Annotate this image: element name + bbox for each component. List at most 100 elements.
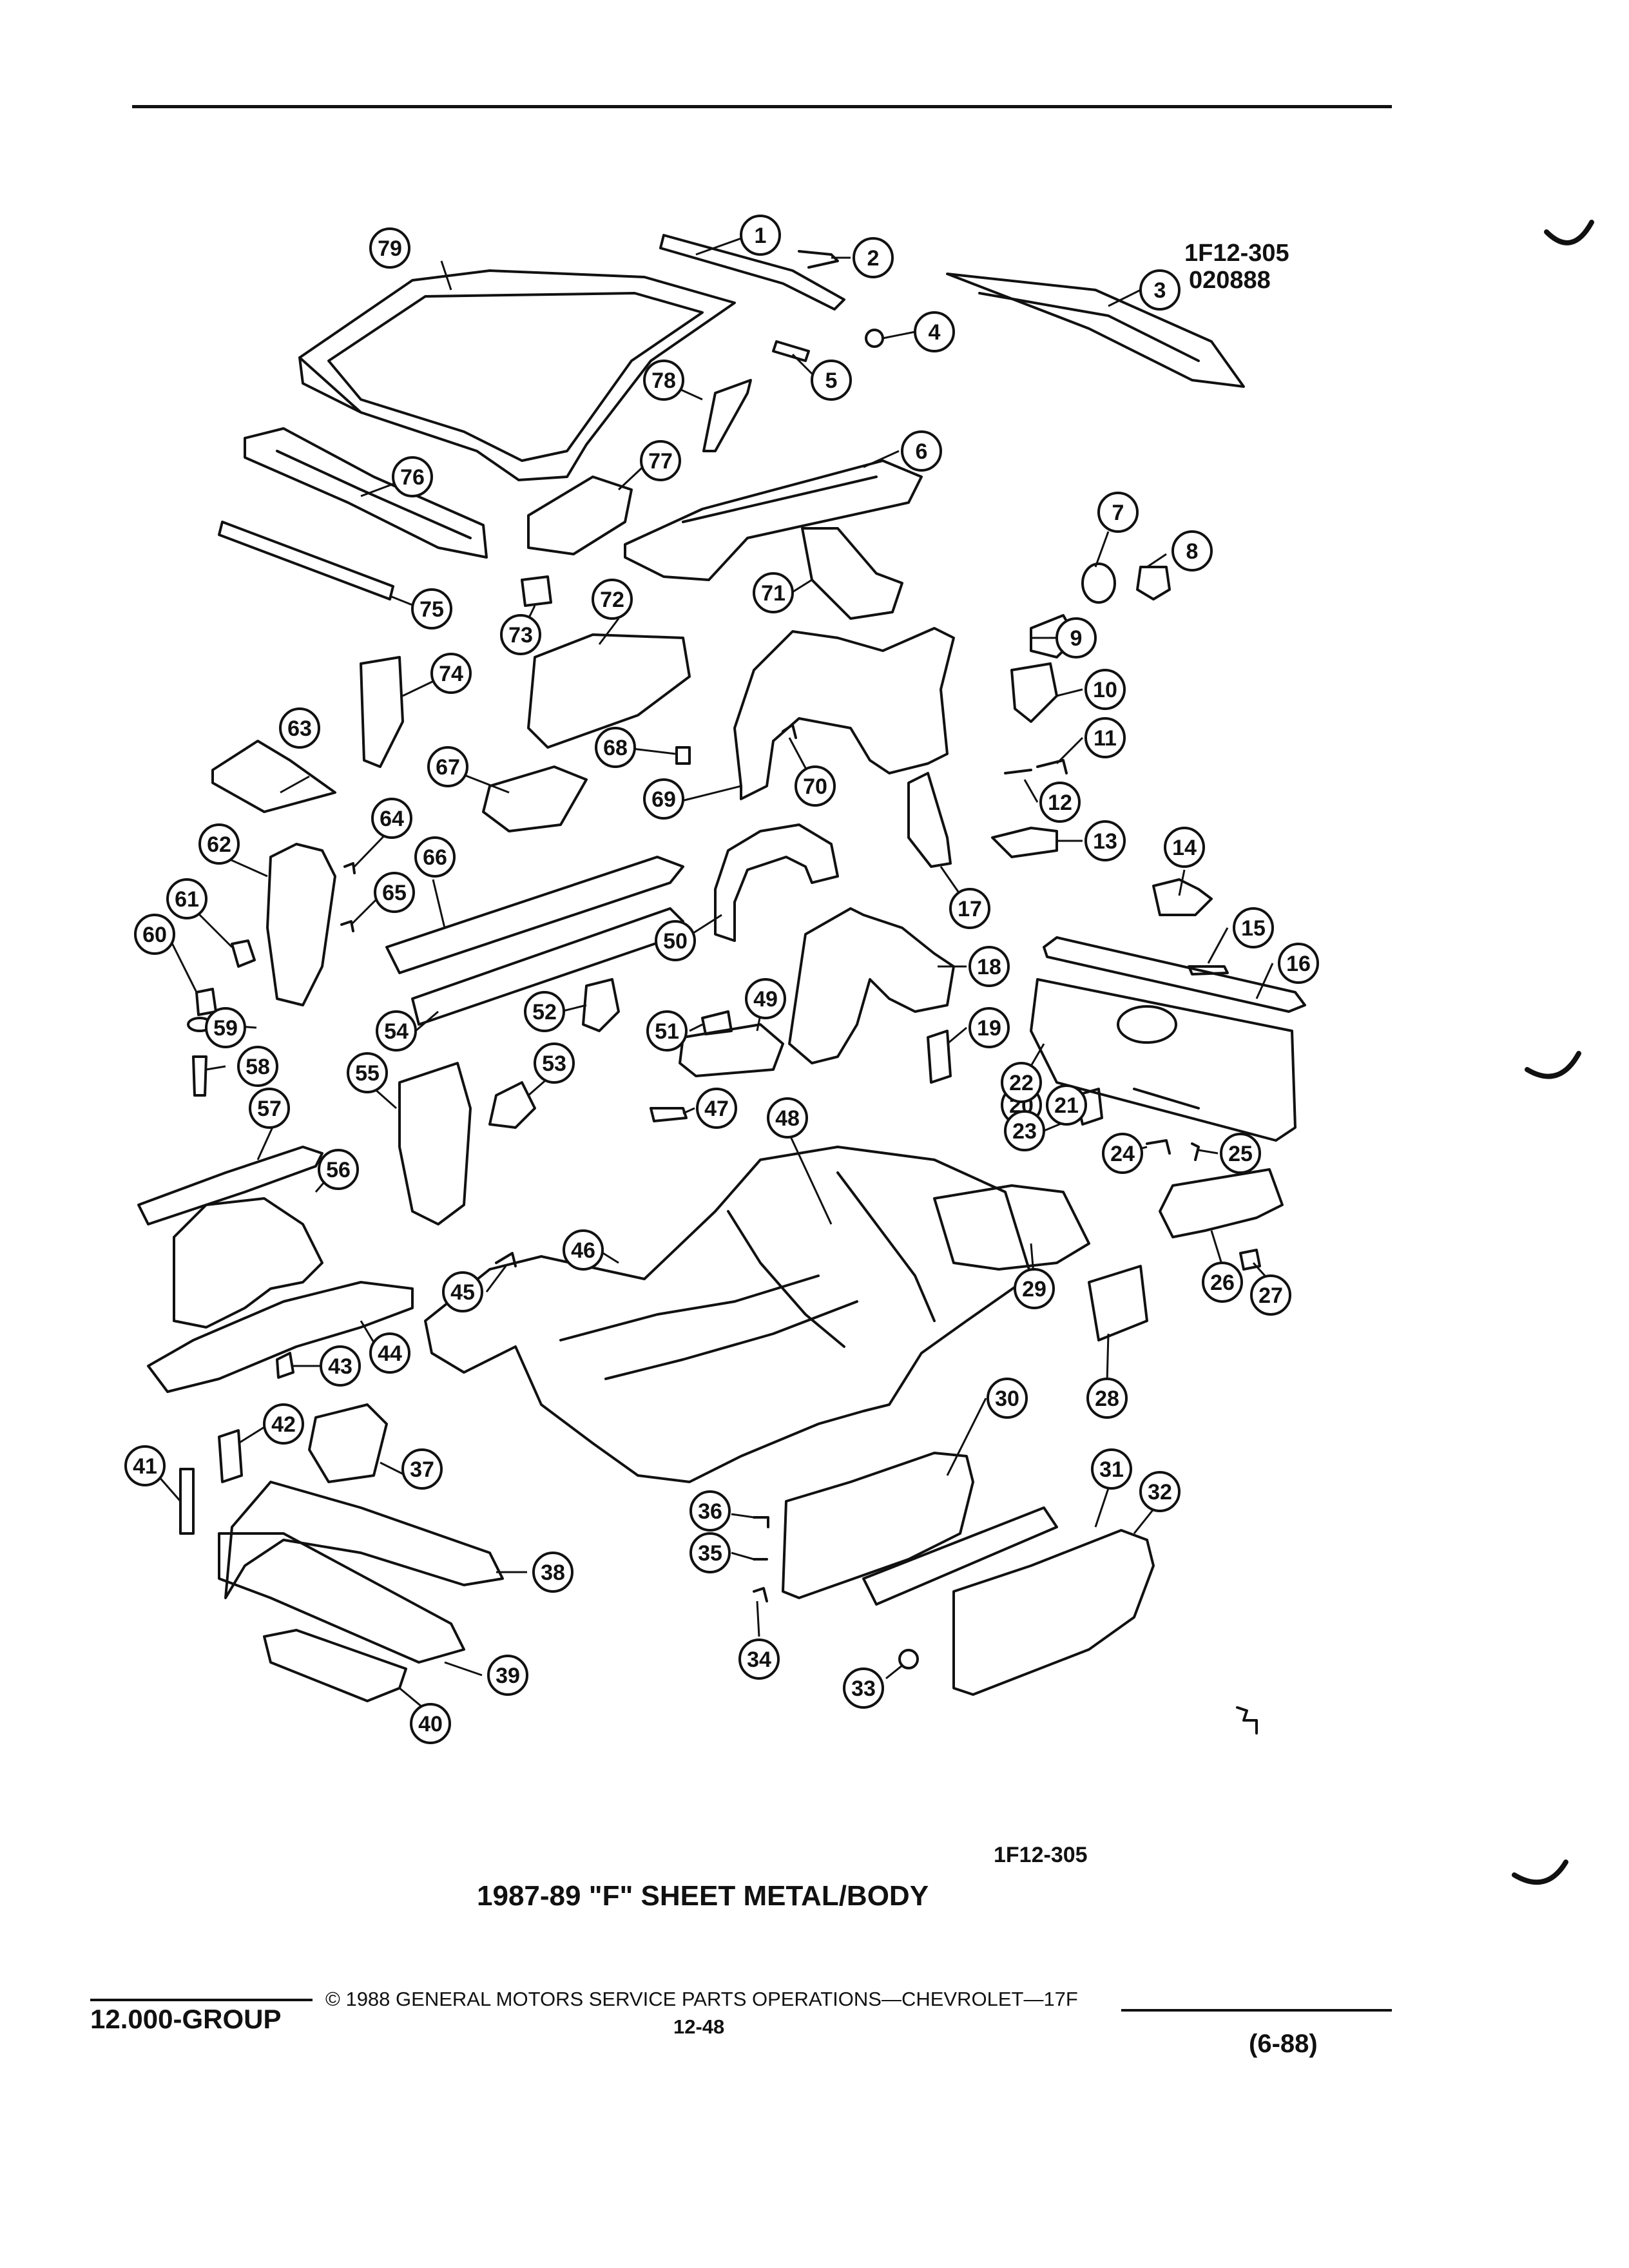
part-stud-58 xyxy=(192,1055,207,1097)
part-clip-65 xyxy=(340,920,354,932)
callout-34: 34 xyxy=(738,1639,780,1680)
callout-circle xyxy=(640,440,681,481)
callout-circle xyxy=(487,1655,528,1696)
callout-circle xyxy=(740,215,781,256)
part-bracket-14 xyxy=(1152,878,1213,916)
callout-38: 38 xyxy=(532,1552,574,1593)
callout-23: 23 xyxy=(1004,1110,1045,1151)
callout-62: 62 xyxy=(198,823,240,865)
callout-number: 57 xyxy=(257,1097,282,1121)
part-fuel-door xyxy=(1136,566,1171,601)
callout-number: 50 xyxy=(663,929,688,954)
callout-circle xyxy=(371,798,412,839)
callout-14: 14 xyxy=(1164,827,1205,868)
page-number: 12-48 xyxy=(673,2015,725,2038)
callout-31: 31 xyxy=(1091,1448,1132,1490)
callout-circle xyxy=(696,1088,737,1129)
part-clip-45 xyxy=(495,1252,517,1267)
callout-number: 14 xyxy=(1172,836,1197,860)
part-pillar-71 xyxy=(801,527,903,620)
callout-circle xyxy=(279,707,320,749)
part-clip-11 xyxy=(1036,759,1068,774)
callout-number: 12 xyxy=(1048,791,1072,815)
callout-circle xyxy=(392,456,433,497)
callout-circle xyxy=(1220,1133,1261,1174)
part-door-30 xyxy=(782,1452,974,1599)
callout-number: 38 xyxy=(541,1561,565,1585)
callout-47: 47 xyxy=(696,1088,737,1129)
callout-circle xyxy=(410,1703,451,1744)
callout-circle xyxy=(427,746,468,787)
part-radiator-support xyxy=(224,1481,504,1599)
reference-date: 020888 xyxy=(1189,267,1271,294)
part-clip-24 xyxy=(1146,1139,1171,1155)
callout-circle xyxy=(237,1046,278,1087)
callout-48: 48 xyxy=(767,1097,808,1139)
part-quarter-panel xyxy=(733,627,955,800)
callout-circle xyxy=(442,1271,483,1312)
callout-circle xyxy=(767,1097,808,1139)
callout-number: 22 xyxy=(1009,1071,1034,1095)
part-clip-2 xyxy=(798,250,839,269)
callout-number: 9 xyxy=(1070,626,1083,651)
part-bracket-41 xyxy=(179,1468,195,1535)
callout-number: 8 xyxy=(1186,539,1199,564)
callout-number: 33 xyxy=(851,1677,876,1701)
callout-number: 58 xyxy=(246,1055,270,1079)
callout-circle xyxy=(643,778,684,820)
callout-number: 43 xyxy=(328,1354,352,1379)
callout-54: 54 xyxy=(376,1010,417,1052)
callout-19: 19 xyxy=(969,1007,1010,1048)
callout-number: 71 xyxy=(761,581,786,606)
callout-circle xyxy=(563,1229,604,1271)
callout-circle xyxy=(134,914,175,955)
callout-number: 34 xyxy=(747,1648,771,1672)
part-inner-panel-77 xyxy=(527,476,633,555)
callout-number: 10 xyxy=(1093,678,1117,702)
callout-number: 41 xyxy=(133,1454,157,1479)
callout-number: 13 xyxy=(1093,829,1117,854)
callout-circle xyxy=(374,872,415,913)
callout-21: 21 xyxy=(1046,1084,1087,1126)
part-roof-frame xyxy=(298,269,736,481)
callout-circle xyxy=(987,1378,1028,1419)
part-bracket-10 xyxy=(1010,662,1058,723)
callout-circle xyxy=(1084,820,1126,861)
callout-circle xyxy=(1001,1062,1042,1103)
part-frame-rail-44 xyxy=(147,1281,414,1393)
part-filler-40 xyxy=(263,1629,407,1702)
callout-number: 51 xyxy=(655,1019,679,1044)
part-weatherstrip xyxy=(218,521,394,601)
part-wheelhouse-inner xyxy=(714,823,839,942)
part-bracket-52 xyxy=(582,978,620,1032)
callout-circle xyxy=(369,1332,410,1374)
part-clip-64 xyxy=(343,862,356,874)
callout-number: 60 xyxy=(142,923,167,947)
callout-number: 31 xyxy=(1099,1457,1124,1482)
callout-circle xyxy=(1097,492,1139,533)
callout-circle xyxy=(1039,782,1081,823)
callout-circle xyxy=(532,1552,574,1593)
callout-number: 25 xyxy=(1228,1142,1253,1166)
callout-32: 32 xyxy=(1139,1471,1181,1512)
part-clips-15 xyxy=(1188,965,1229,975)
part-clip-36 xyxy=(753,1516,769,1528)
callout-circle xyxy=(795,765,836,807)
callout-number: 16 xyxy=(1286,952,1311,976)
part-bracket-13 xyxy=(991,827,1058,858)
reference-code: 1F12-305 xyxy=(1184,240,1289,267)
callout-9: 9 xyxy=(1055,617,1097,658)
part-quarter-inner-72 xyxy=(527,633,691,749)
callout-number: 52 xyxy=(532,1000,557,1024)
callout-11: 11 xyxy=(1084,717,1126,758)
callout-circle xyxy=(1139,1471,1181,1512)
callout-4: 4 xyxy=(914,311,955,352)
callout-circle xyxy=(411,588,452,629)
callout-number: 79 xyxy=(378,236,402,261)
callout-70: 70 xyxy=(795,765,836,807)
callout-77: 77 xyxy=(640,440,681,481)
callout-circle xyxy=(1102,1133,1143,1174)
callout-72: 72 xyxy=(592,579,633,620)
callout-60: 60 xyxy=(134,914,175,955)
callout-13: 13 xyxy=(1084,820,1126,861)
